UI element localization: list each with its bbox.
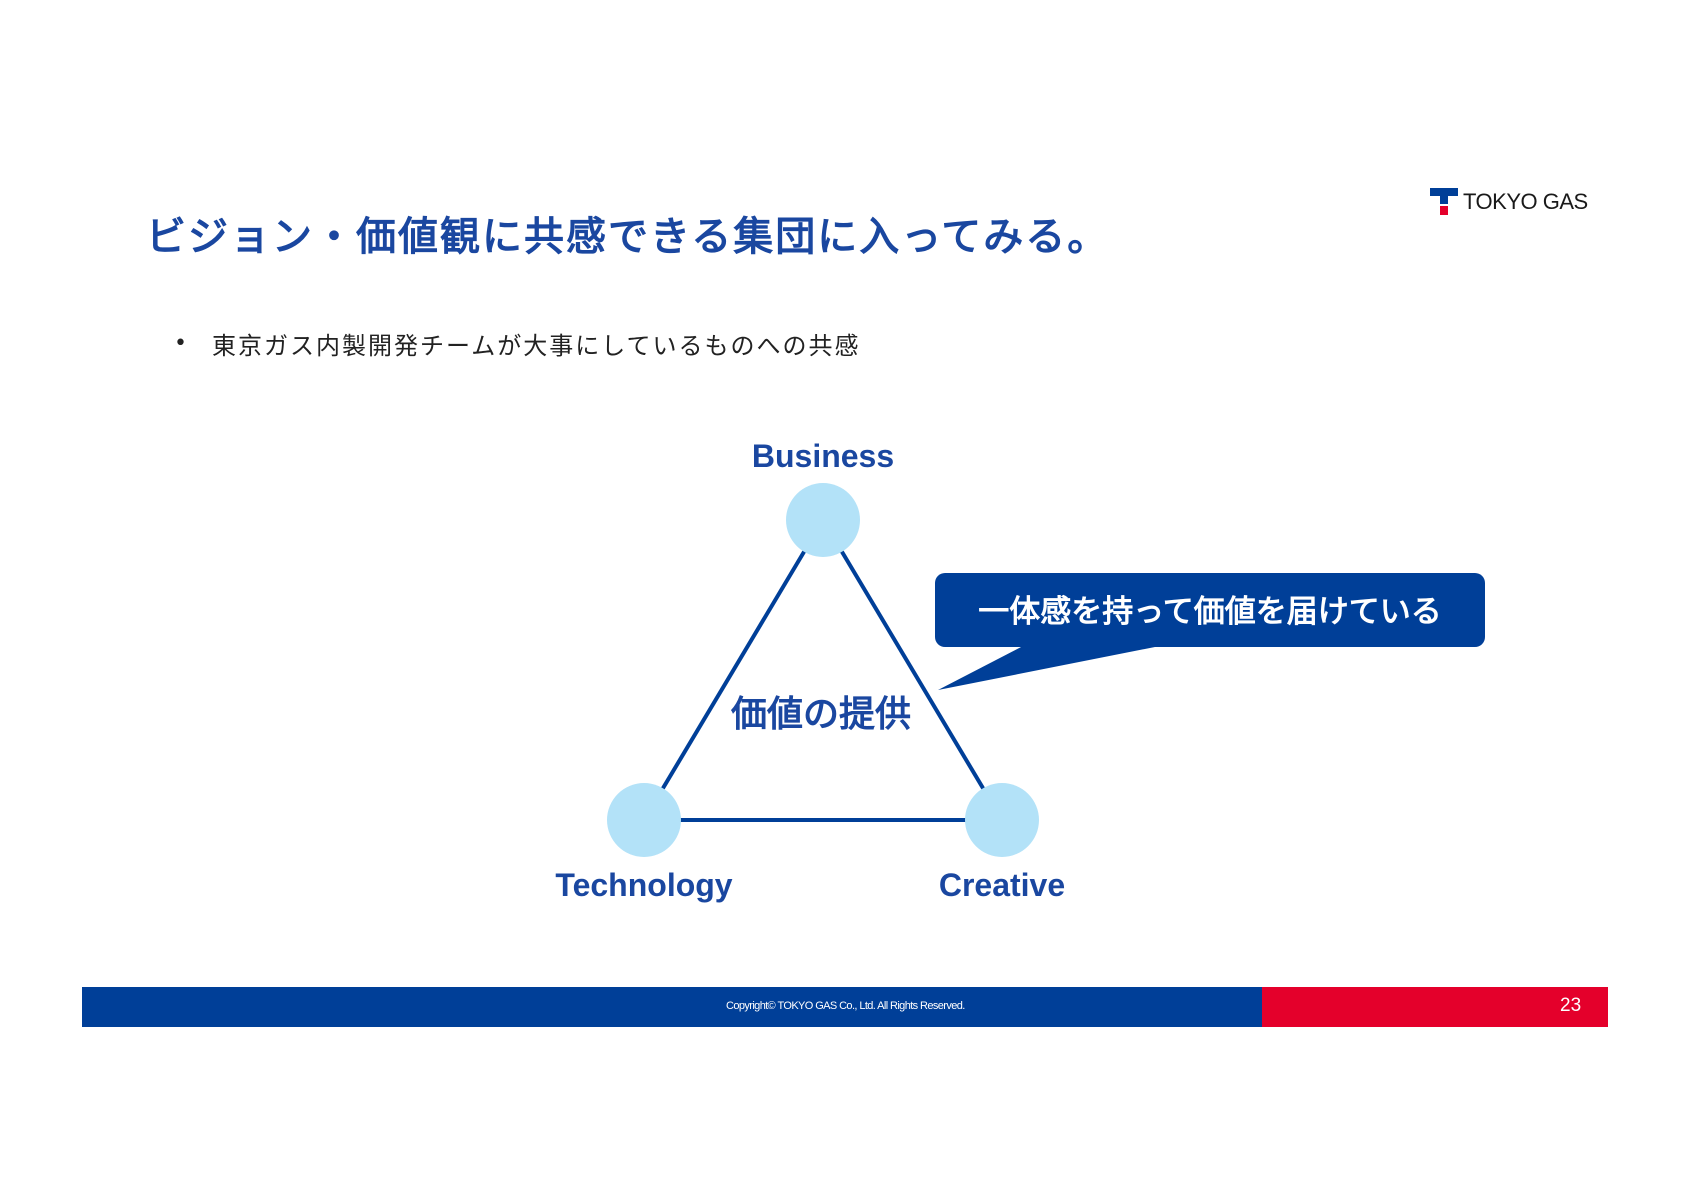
edge-business-creative (821, 518, 1004, 822)
edge-business-technology (642, 518, 825, 822)
footer-bar-red (1262, 987, 1608, 1027)
node-business (786, 483, 860, 557)
copyright-text: Copyright© TOKYO GAS Co., Ltd. All Right… (726, 1000, 965, 1012)
bullet-text: 東京ガス内製開発チームが大事にしているものへの共感 (212, 332, 861, 360)
center-label: 価値の提供 (730, 694, 911, 735)
slide-title: ビジョン・価値観に共感できる集団に入ってみる。 (146, 214, 1110, 260)
bullet-dot-icon: • (174, 331, 187, 356)
node-label-business: Business (752, 438, 894, 474)
footer-bar-blue (82, 987, 1262, 1027)
node-technology (607, 783, 681, 857)
bullet-item: • 東京ガス内製開発チームが大事にしているものへの共感 (174, 326, 861, 361)
callout-text: 一体感を持って価値を届けている (978, 594, 1441, 630)
logo-text: TOKYO GAS (1463, 189, 1588, 214)
node-label-creative: Creative (939, 867, 1065, 903)
node-creative (965, 783, 1039, 857)
tokyo-gas-logo-icon (1430, 188, 1458, 215)
tokyo-gas-logo: TOKYO GAS (1430, 188, 1588, 216)
node-label-technology: Technology (555, 867, 732, 903)
page-number: 23 (1560, 995, 1582, 1016)
callout-bubble: 一体感を持って価値を届けている (935, 573, 1485, 690)
